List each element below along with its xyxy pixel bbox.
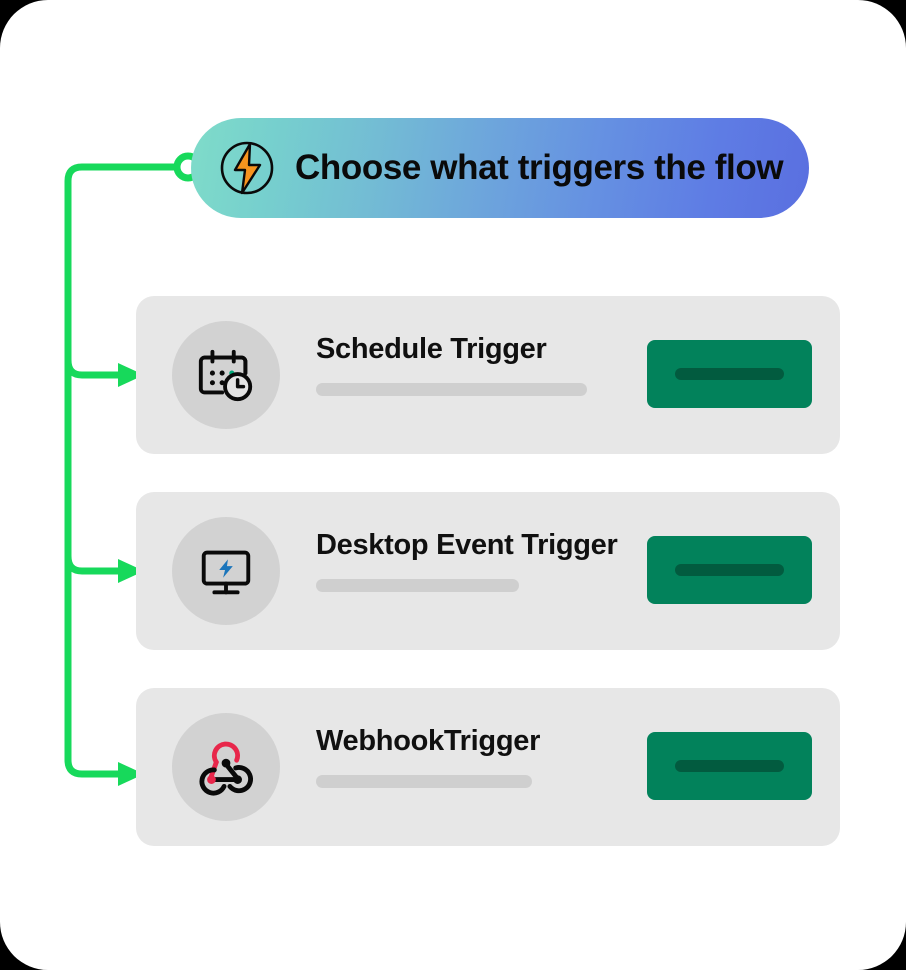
select-trigger-button[interactable] — [647, 732, 812, 800]
connector-branch-1 — [64, 356, 124, 379]
trigger-title: Desktop Event Trigger — [316, 529, 618, 561]
monitor-bolt-icon — [195, 540, 257, 602]
page-title: Choose what triggers the flow — [295, 148, 784, 187]
lightning-bolt-circle-icon — [217, 138, 277, 198]
trigger-title: Schedule Trigger — [316, 333, 547, 365]
connector-branch-2 — [64, 552, 124, 575]
select-trigger-button[interactable] — [647, 536, 812, 604]
connector-trunk — [64, 163, 190, 778]
trigger-description-placeholder — [316, 383, 587, 396]
trigger-description-placeholder — [316, 579, 519, 592]
trigger-description-placeholder — [316, 775, 532, 788]
avatar — [172, 713, 280, 821]
button-label-placeholder — [675, 760, 784, 772]
trigger-row-webhook[interactable]: WebhookTrigger — [136, 688, 840, 846]
avatar — [172, 517, 280, 625]
trigger-title: WebhookTrigger — [316, 725, 541, 757]
webhook-icon — [195, 736, 257, 798]
button-label-placeholder — [675, 564, 784, 576]
trigger-text-block: Desktop Event Trigger — [316, 528, 746, 592]
trigger-text-block: Schedule Trigger — [316, 332, 746, 396]
avatar — [172, 321, 280, 429]
trigger-row-schedule[interactable]: Schedule Trigger — [136, 296, 840, 454]
button-label-placeholder — [675, 368, 784, 380]
trigger-row-desktop-event[interactable]: Desktop Event Trigger — [136, 492, 840, 650]
select-trigger-button[interactable] — [647, 340, 812, 408]
calendar-clock-icon — [195, 344, 257, 406]
trigger-text-block: WebhookTrigger — [316, 724, 746, 788]
header-pill[interactable]: Choose what triggers the flow — [191, 118, 809, 218]
